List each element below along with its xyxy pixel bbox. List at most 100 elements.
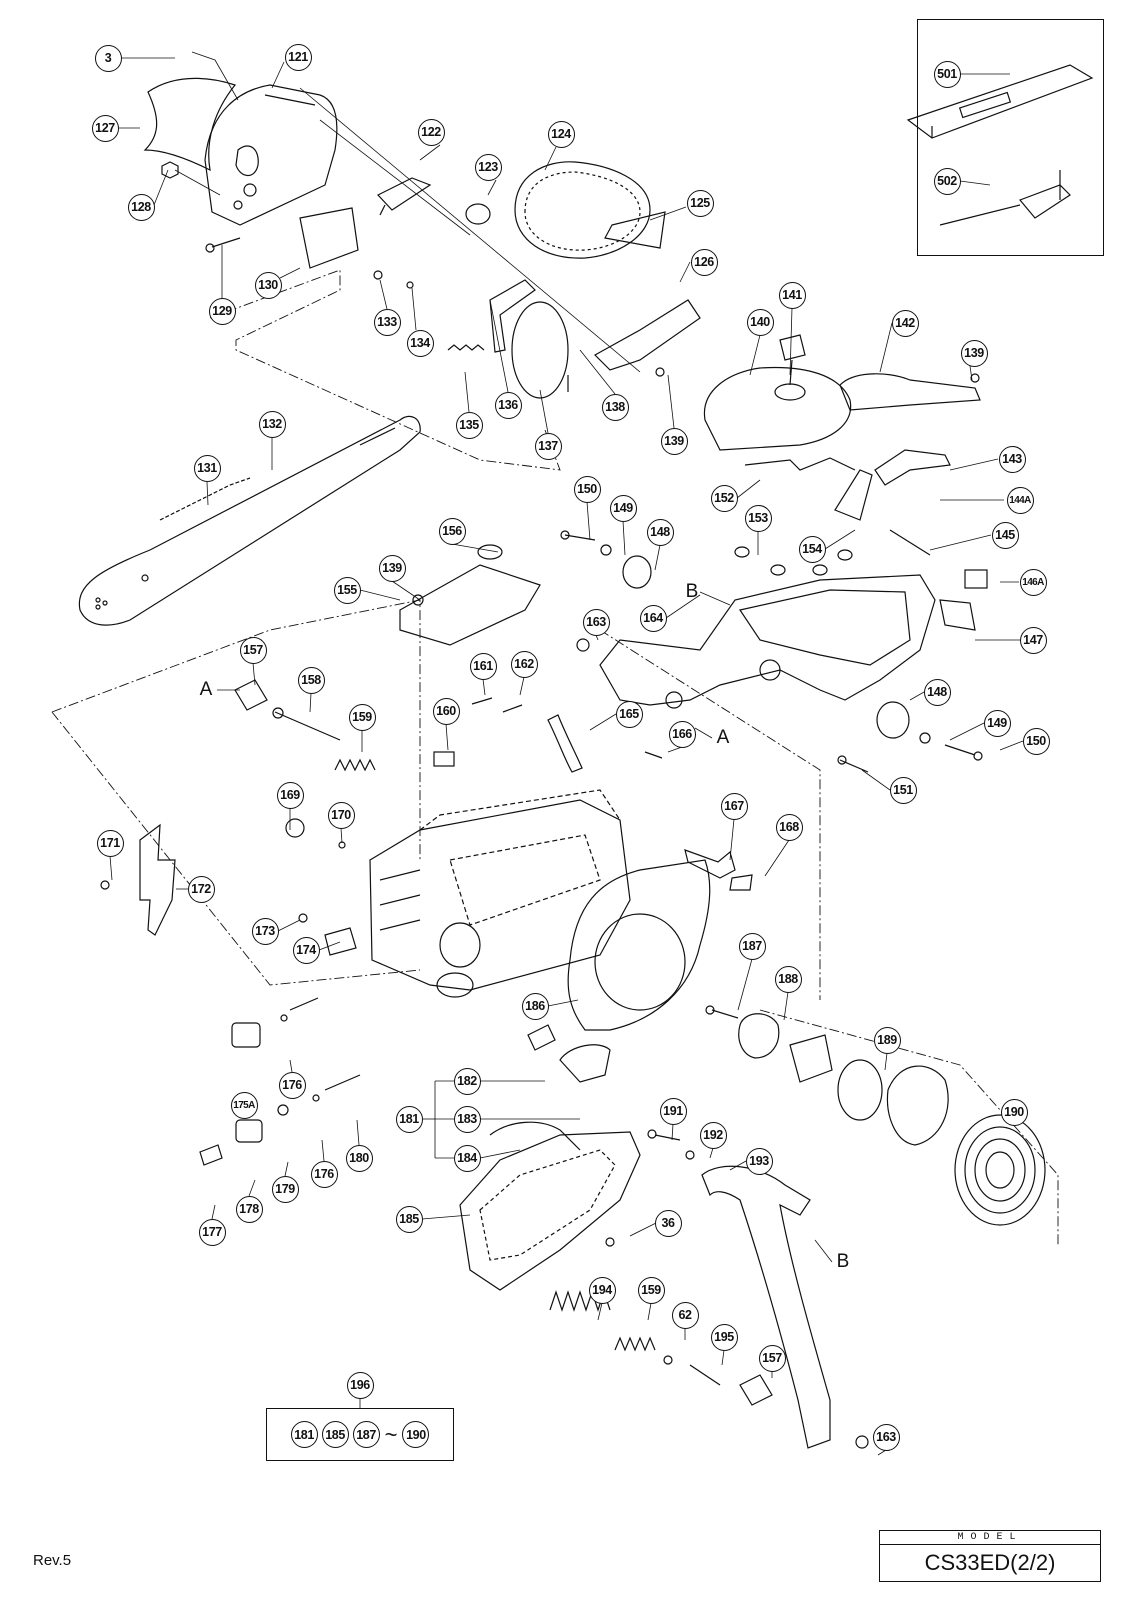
- assembly-guide-lines: [51, 269, 1059, 1245]
- part-162-pin: [502, 704, 523, 713]
- callout-139a: 139: [960, 339, 988, 367]
- callout-150a: 150: [573, 475, 601, 503]
- part-150-bolt-a: [560, 530, 596, 541]
- callout-145: 145: [991, 521, 1019, 549]
- part-145-pin: [889, 529, 931, 556]
- callout-502: 502: [933, 167, 961, 195]
- callout-140: 140: [746, 308, 774, 336]
- part-168-filter: [729, 874, 753, 891]
- part-spacer-a: [289, 997, 319, 1011]
- callout-143: 143: [998, 445, 1026, 473]
- part-128-nut: [161, 161, 179, 179]
- callout-157a: 157: [239, 636, 267, 664]
- callout-187: 187: [738, 932, 766, 960]
- callout-159b: 159: [637, 1276, 665, 1304]
- callout-124: 124: [547, 120, 575, 148]
- callout-164: 164: [639, 604, 667, 632]
- callout-128: 128: [127, 193, 155, 221]
- callout-132: 132: [258, 410, 286, 438]
- part-142-handle-cover: [839, 373, 981, 411]
- part-156-grommet: [477, 544, 503, 560]
- part-166-pin: [644, 751, 663, 759]
- part-188-hub: [738, 1013, 780, 1059]
- callout-191: 191: [659, 1097, 687, 1125]
- part-150-bolt-b: [944, 744, 983, 761]
- callout-192: 192: [699, 1121, 727, 1149]
- part-124-air-filter: [514, 161, 651, 259]
- kit-item-3: 187: [352, 1421, 380, 1448]
- part-164-rear-handle: [599, 574, 936, 709]
- part-163-nut-a: [576, 638, 590, 652]
- part-158-bolt: [272, 707, 341, 741]
- part-182-guide: [527, 1024, 556, 1051]
- ref-letter-a-left: A: [199, 679, 213, 700]
- callout-176b: 176: [310, 1160, 338, 1188]
- part-153-bushing-a: [734, 546, 750, 558]
- part-177-bolt: [199, 1144, 223, 1166]
- callout-155: 155: [333, 576, 361, 604]
- part-121-sprocket-cover: [204, 84, 338, 226]
- callout-133: 133: [373, 308, 401, 336]
- part-159-spring-b: [614, 1336, 656, 1352]
- kit-item-4: 190: [402, 1421, 430, 1448]
- part-155-plate: [399, 564, 541, 646]
- callout-177: 177: [198, 1218, 226, 1246]
- kit-item-1: 181: [290, 1421, 318, 1448]
- callout-125: 125: [686, 189, 714, 217]
- callout-172: 172: [187, 875, 215, 903]
- callout-148a: 148: [646, 518, 674, 546]
- callout-166: 166: [668, 720, 696, 748]
- model-box: MODEL CS33ED(2/2): [879, 1530, 1101, 1582]
- ref-letter-b-bottom: B: [836, 1251, 850, 1272]
- part-167-primer: [684, 849, 736, 879]
- callout-157b: 157: [758, 1344, 786, 1372]
- part-190-recoil-spring: [954, 1114, 1046, 1226]
- part-186-fan-housing: [567, 859, 711, 1031]
- callout-160: 160: [432, 697, 460, 725]
- part-143-throttle: [874, 449, 951, 486]
- callout-147: 147: [1019, 626, 1047, 654]
- callout-146a: 146A: [1019, 568, 1047, 596]
- callout-122: 122: [417, 118, 445, 146]
- callout-181: 181: [395, 1105, 423, 1133]
- callout-182: 182: [453, 1067, 481, 1095]
- callout-193: 193: [745, 1147, 773, 1175]
- part-176-washer-b: [312, 1094, 320, 1102]
- part-502-wrench: [939, 170, 1071, 226]
- part-169-plug: [285, 818, 305, 838]
- part-189-pulley: [789, 1034, 949, 1146]
- part-148-damper-a: [622, 555, 652, 589]
- callout-167: 167: [720, 792, 748, 820]
- ref-letter-a-right: A: [716, 727, 730, 748]
- callout-190: 190: [1000, 1098, 1028, 1126]
- callout-159a: 159: [348, 703, 376, 731]
- part-135-spring: [447, 344, 485, 351]
- part-122-lever: [377, 177, 432, 216]
- callout-149b: 149: [983, 709, 1011, 737]
- engine-housing: [369, 789, 631, 998]
- callout-129: 129: [208, 297, 236, 325]
- ref-letter-b-top: B: [685, 581, 699, 602]
- callout-139b: 139: [660, 427, 688, 455]
- callout-168: 168: [775, 813, 803, 841]
- part-178-sleeve: [235, 1119, 263, 1143]
- model-label: MODEL: [880, 1531, 1100, 1545]
- part-173-screw: [298, 913, 308, 923]
- callout-176a: 176: [278, 1071, 306, 1099]
- part-123-spring: [465, 203, 491, 225]
- part-163-nut-b: [855, 1435, 869, 1449]
- part-170-screw: [338, 841, 346, 849]
- leader-lines: [109, 51, 1024, 1456]
- part-154-trigger: [834, 469, 873, 521]
- callout-152: 152: [710, 484, 738, 512]
- callout-134: 134: [406, 329, 434, 357]
- part-134-pin: [406, 281, 414, 289]
- part-139-screw-a: [655, 367, 665, 377]
- callout-154: 154: [798, 535, 826, 563]
- kit-item-2: 185: [321, 1421, 349, 1448]
- part-130-plate: [299, 207, 359, 269]
- part-132-guide-bar: [78, 415, 421, 626]
- kit-range-symbol: ~: [384, 1421, 398, 1447]
- part-179-washer: [277, 1104, 289, 1116]
